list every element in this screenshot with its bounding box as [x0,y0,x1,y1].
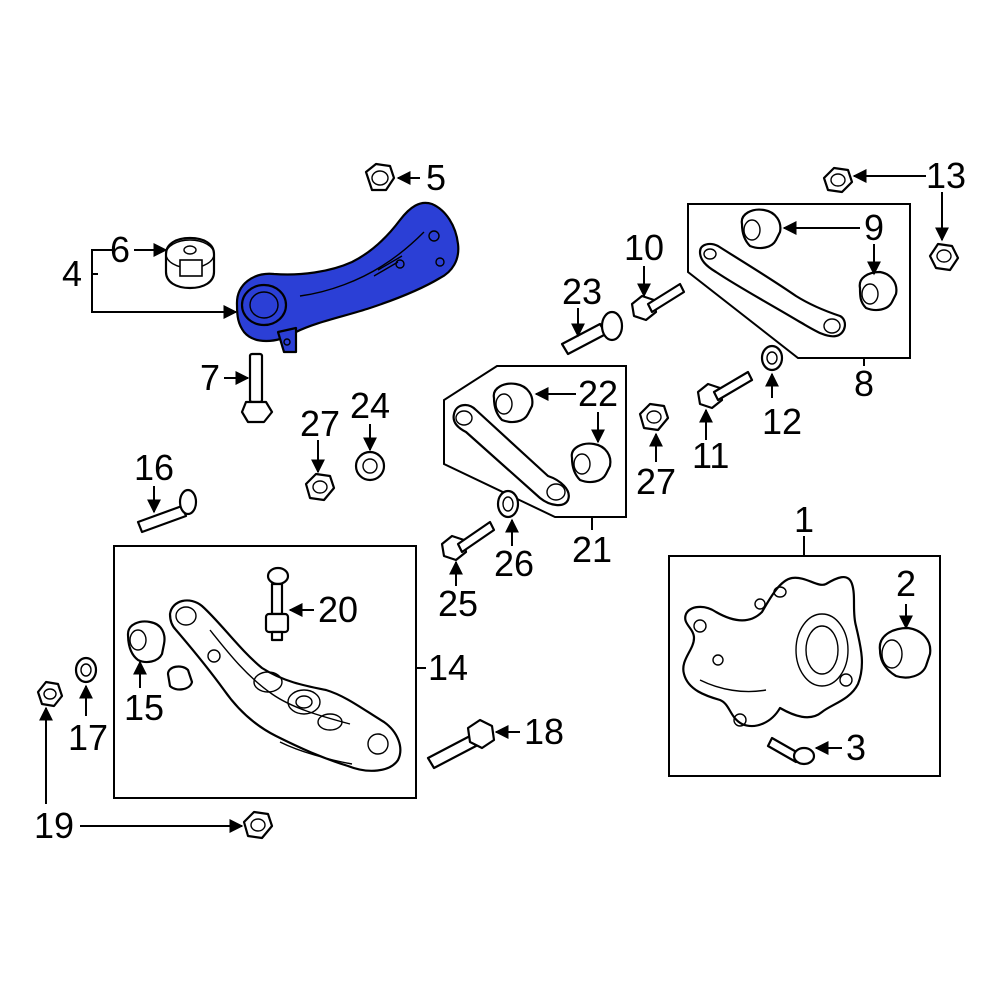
nut-part-13-b[interactable] [928,242,960,272]
callout-21: 21 [572,529,612,570]
bushing-part-15[interactable] [126,620,166,664]
bolt-part-3[interactable] [766,736,816,766]
callout-16: 16 [134,447,174,488]
spacer-part-24[interactable] [354,450,386,482]
bolt-part-10[interactable] [630,282,686,322]
callout-10: 10 [624,227,664,268]
bolt-part-25[interactable] [440,520,496,562]
washer-part-26[interactable] [496,489,520,519]
bolt-part-23[interactable] [560,310,624,356]
callout-4: 4 [62,253,82,294]
callout-2: 2 [896,563,916,604]
callout-27-b: 27 [636,461,676,502]
plug-part[interactable] [166,665,194,691]
bushing-part-6[interactable] [164,236,216,290]
stabilizer-link-part-20[interactable] [264,566,290,642]
callout-22: 22 [578,373,618,414]
callout-3: 3 [846,727,866,768]
leader-lines [39,169,949,833]
bolt-part-11[interactable] [696,370,754,410]
callout-24: 24 [350,385,390,426]
bolt-part-18[interactable] [426,718,496,770]
group-box-14 [113,545,417,799]
callout-labels: 5 6 4 7 9 8 10 23 12 11 13 27 24 27 22 2… [34,155,966,846]
callout-19: 19 [34,805,74,846]
callout-15: 15 [124,687,164,728]
link-arm-part-21[interactable] [452,404,570,507]
bushing-part-2[interactable] [878,626,932,679]
bushing-part-9-lower[interactable] [858,270,898,312]
nut-part-19-b[interactable] [242,810,274,840]
control-arm-part-8[interactable] [698,242,846,338]
knuckle-part-1[interactable] [682,576,864,728]
nut-part-13-a[interactable] [822,166,854,194]
callout-27-a: 27 [300,403,340,444]
callout-1: 1 [794,499,814,540]
washer-part-12[interactable] [760,344,784,372]
bolt-part-16[interactable] [136,488,198,534]
callout-26: 26 [494,543,534,584]
nut-part-27-b[interactable] [638,402,670,432]
callout-7: 7 [200,357,220,398]
callout-25: 25 [438,583,478,624]
washer-part-17[interactable] [74,656,98,684]
callout-20: 20 [318,589,358,630]
callout-13: 13 [926,155,966,196]
nut-part-19-a[interactable] [36,680,64,708]
callout-5: 5 [426,157,446,198]
callout-12: 12 [762,401,802,442]
callout-18: 18 [524,711,564,752]
callout-11: 11 [692,435,729,476]
callout-9: 9 [864,207,884,248]
bushing-part-22-upper[interactable] [492,382,534,424]
nut-part-5[interactable] [364,162,396,192]
callout-23: 23 [562,271,602,312]
lower-control-arm-part-14[interactable] [168,599,402,772]
nut-part-27-a[interactable] [304,472,336,502]
callout-8: 8 [854,363,874,404]
group-box-8 [687,203,911,359]
group-box-21 [443,365,627,518]
callout-14: 14 [428,647,468,688]
bushing-part-9-upper[interactable] [740,208,782,250]
bolt-part-7[interactable] [240,352,274,424]
trailing-arm-part-4[interactable] [235,201,460,354]
callout-17: 17 [68,717,108,758]
callout-6: 6 [110,229,130,270]
bushing-part-22-lower[interactable] [570,442,612,484]
